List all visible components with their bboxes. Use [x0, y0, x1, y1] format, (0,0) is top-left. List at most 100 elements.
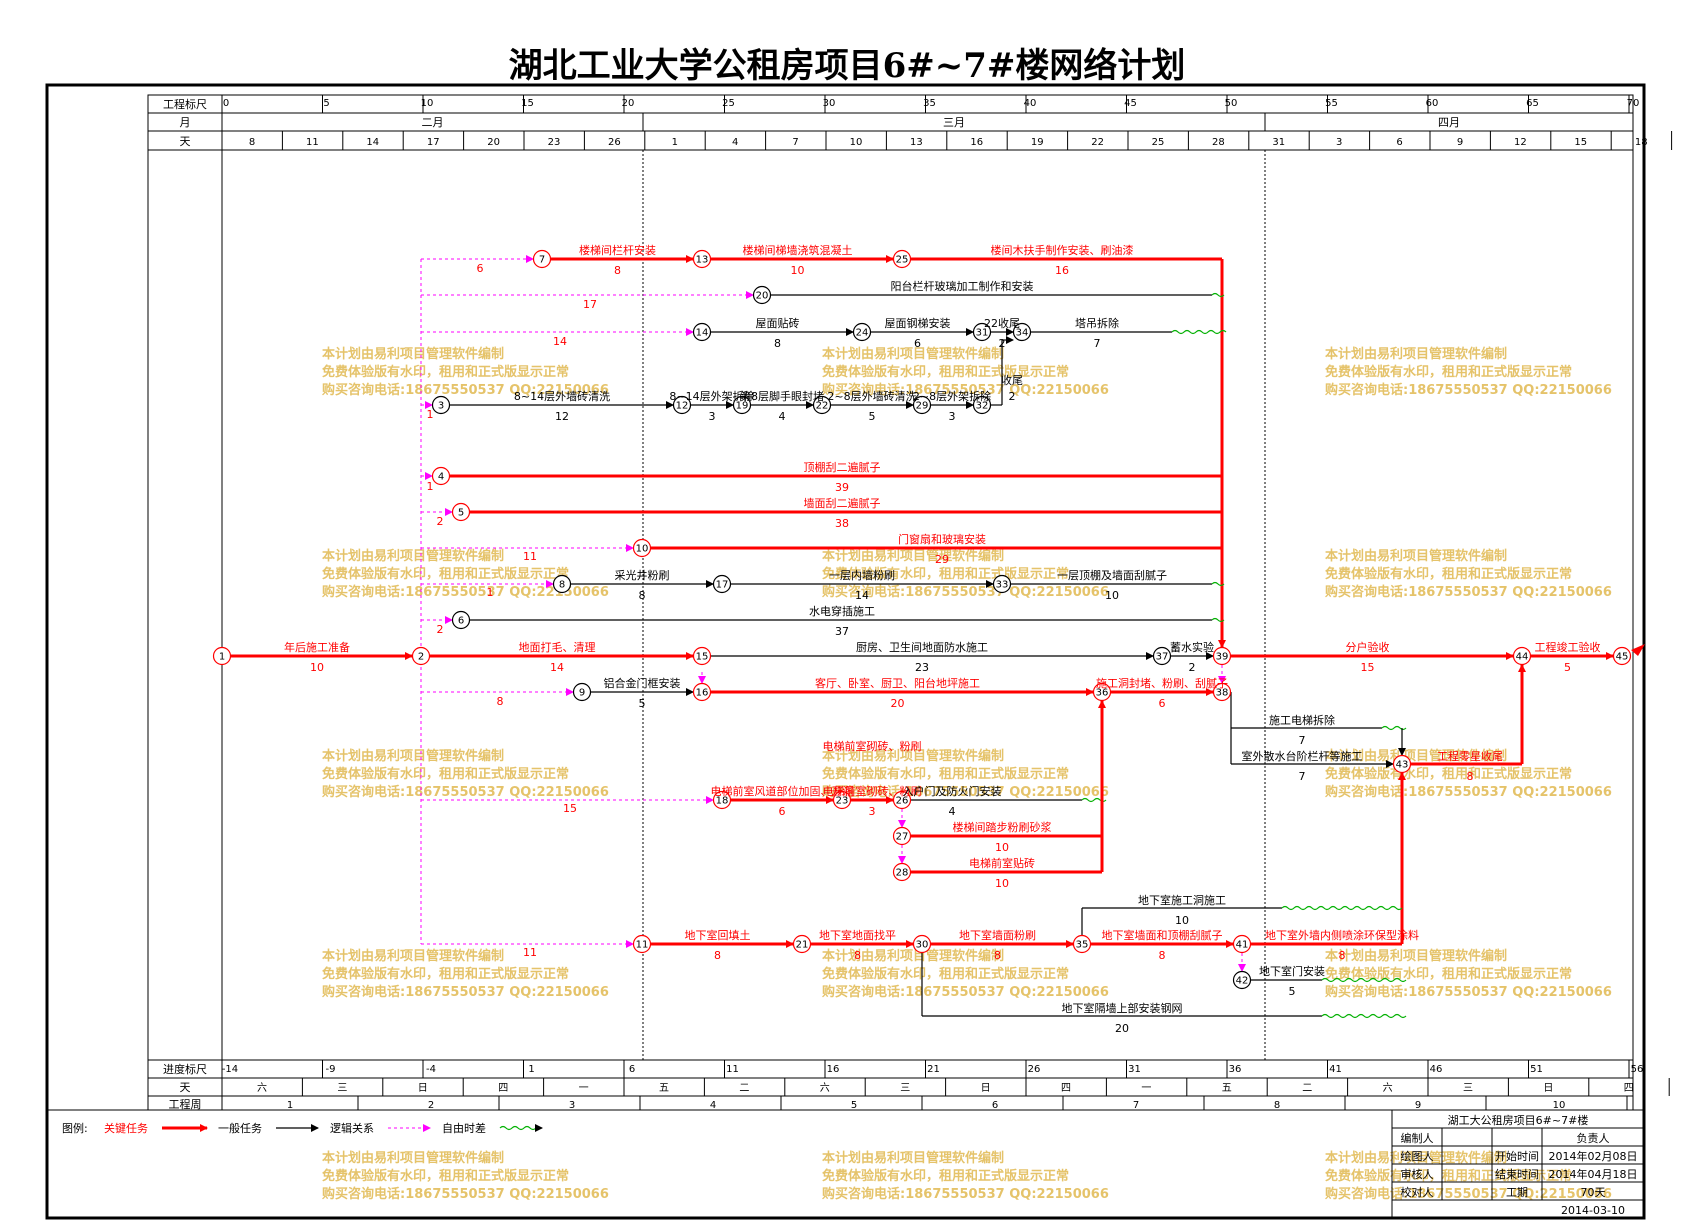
week-label: 工程周: [169, 1098, 202, 1111]
info-end-value: 2014年04月18日: [1549, 1167, 1638, 1181]
activity-duration: 8: [639, 589, 646, 602]
activity-name: 屋面钢梯安装: [885, 316, 951, 330]
activity-name: 工程竣工验收: [1535, 640, 1601, 654]
progress-tick-label: 46: [1430, 1064, 1443, 1075]
ruler-tick-label: 30: [823, 98, 836, 109]
week-number: 6: [992, 1100, 998, 1111]
event-node-32: [972, 395, 992, 415]
activity-duration: 3: [709, 410, 716, 423]
ruler-tick-label: 60: [1426, 98, 1439, 109]
activity-name: 地下室墙面和顶棚刮腻子: [1102, 928, 1223, 942]
lag-value: 11: [523, 550, 537, 563]
day-label-cell: 23: [548, 137, 561, 148]
info-duration-value: 70天: [1581, 1186, 1606, 1199]
event-node-number: 18: [716, 796, 729, 807]
watermark-line: 免费体验版有水印，租用和正式版显示正常: [1325, 1168, 1572, 1184]
activity-duration: 10: [791, 264, 805, 277]
event-node-4: [431, 466, 451, 486]
watermark-line: 购买咨询电话:18675550537 QQ:22150066: [322, 382, 609, 398]
activity-duration: 3: [869, 805, 876, 818]
day-label-cell: 9: [1457, 137, 1463, 148]
activity-name: 地下室施工洞施工: [1138, 893, 1226, 907]
edges-layer: [162, 255, 1614, 1132]
watermark-line: 购买咨询电话:18675550537 QQ:22150066: [322, 1186, 609, 1202]
chart-title: 湖北工业大学公租房项目6#~7#楼网络计划: [508, 46, 1186, 86]
event-node-number: 5: [458, 508, 464, 519]
watermark-line: 免费体验版有水印，租用和正式版显示正常: [1325, 766, 1572, 782]
week-number: 8: [1274, 1100, 1280, 1111]
event-node-number: 1: [219, 652, 225, 663]
watermark-line: 免费体验版有水印，租用和正式版显示正常: [822, 1168, 1069, 1184]
activity-name: 施工洞封堵、粉刷、刮腻子: [1096, 676, 1228, 690]
activity-name: 楼间木扶手制作安装、刷油漆: [991, 243, 1134, 257]
week-number: 7: [1133, 1100, 1139, 1111]
weekday-label: 六: [820, 1082, 830, 1094]
bottom-day-label: 天: [180, 1081, 191, 1094]
event-node-9: [572, 682, 592, 702]
activity-duration: 7: [1094, 337, 1101, 350]
activity-duration: 2: [1189, 661, 1196, 674]
day-label-cell: 3: [1336, 137, 1342, 148]
event-node-number: 41: [1236, 940, 1249, 951]
free-float: [1171, 329, 1227, 335]
activity-name: 一层顶棚及墙面刮腻子: [1057, 568, 1167, 582]
day-label-cell: 12: [1514, 137, 1527, 148]
activity-name: 一层内墙粉刷: [829, 568, 895, 582]
event-node-35: [1072, 934, 1092, 954]
event-node-number: 11: [636, 940, 649, 951]
day-label-cell: 4: [732, 137, 738, 148]
progress-tick-label: 1: [528, 1064, 534, 1075]
event-node-14: [692, 322, 712, 342]
event-node-number: 26: [896, 796, 909, 807]
event-node-25: [892, 249, 912, 269]
activity-duration: 7: [1299, 734, 1306, 747]
activity-duration: 4: [949, 805, 956, 818]
weekday-label: 五: [1222, 1083, 1232, 1094]
activity-duration: 20: [1115, 1022, 1129, 1035]
event-node-30: [912, 934, 932, 954]
legend-layer: 图例:关键任务一般任务逻辑关系自由时差湖工大公租房项目6#~7#楼编制人负责人绘…: [62, 1109, 1645, 1219]
activity-name: 塔吊拆除: [1075, 316, 1119, 330]
event-node-41: [1232, 934, 1252, 954]
week-number: 3: [569, 1100, 575, 1111]
event-node-34: [1012, 322, 1032, 342]
event-node-number: 12: [676, 401, 689, 412]
event-node-number: 34: [1016, 328, 1029, 339]
event-node-number: 6: [458, 616, 464, 627]
activity-duration: 20: [891, 697, 905, 710]
day-label-cell: 15: [1574, 137, 1587, 148]
watermark-line: 购买咨询电话:18675550537 QQ:22150066: [822, 584, 1109, 600]
event-node-2: [411, 646, 431, 666]
event-node-number: 38: [1216, 688, 1229, 699]
watermark-line: 免费体验版有水印，租用和正式版显示正常: [822, 766, 1069, 782]
event-node-36: [1092, 682, 1112, 702]
event-node-33: [992, 574, 1012, 594]
weekday-label: 日: [1543, 1083, 1553, 1094]
progress-tick-label: 6: [629, 1064, 635, 1075]
activity-duration: 12: [555, 410, 569, 423]
event-node-42: [1232, 970, 1252, 990]
event-node-16: [692, 682, 712, 702]
weekday-label: 二: [1302, 1083, 1312, 1094]
activity-name: 分户验收: [1346, 640, 1390, 654]
activity-duration: 2: [1009, 390, 1016, 403]
event-node-27: [892, 826, 912, 846]
progress-tick-label: -4: [426, 1064, 436, 1075]
activity-name: 地下室外墙内侧喷涂环保型涂料: [1265, 928, 1419, 942]
event-node-24: [852, 322, 872, 342]
progress-tick-label: 21: [927, 1064, 940, 1075]
event-node-number: 23: [836, 796, 849, 807]
weekday-label: 日: [418, 1083, 428, 1094]
day-label-cell: 14: [366, 137, 379, 148]
activity-duration: 14: [550, 661, 564, 674]
ruler-tick-label: 5: [323, 98, 329, 109]
activity-duration: 37: [835, 625, 849, 638]
info-start-label: 开始时间: [1495, 1149, 1539, 1163]
weekday-label: 四: [1061, 1083, 1071, 1094]
progress-tick-label: -14: [222, 1064, 238, 1075]
event-node-38: [1212, 682, 1232, 702]
event-node-number: 4: [438, 472, 444, 483]
day-label-cell: 1: [672, 137, 678, 148]
watermark-line: 免费体验版有水印，租用和正式版显示正常: [822, 966, 1069, 982]
